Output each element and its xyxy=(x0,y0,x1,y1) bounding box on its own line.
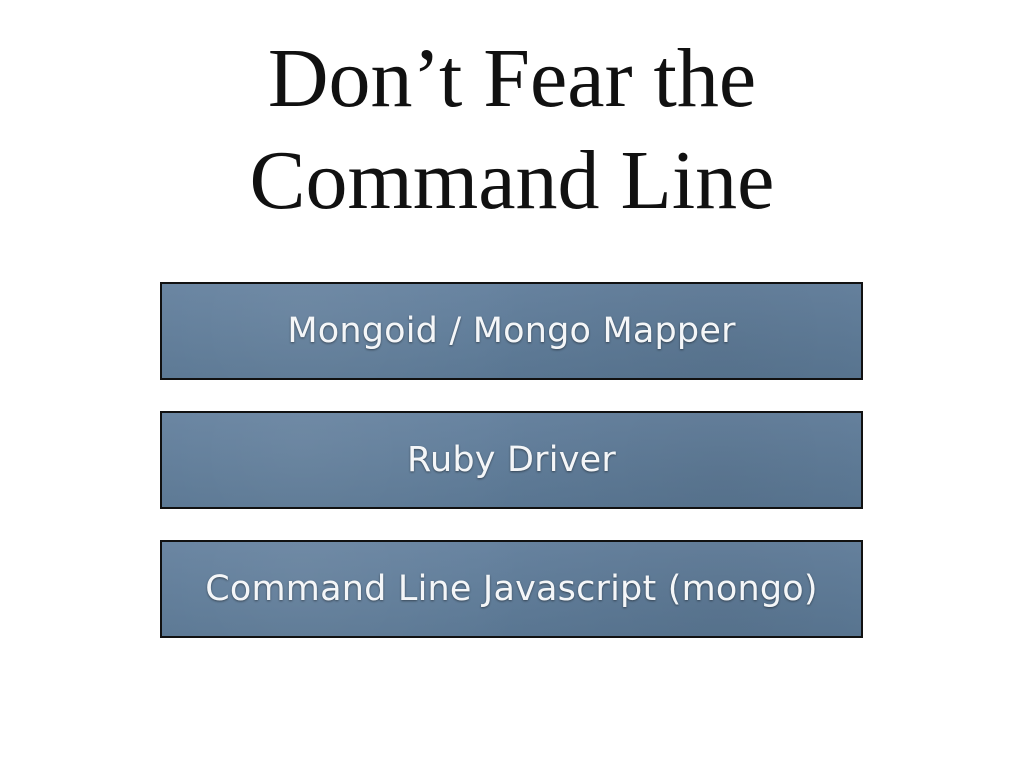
layer-label: Ruby Driver xyxy=(407,440,616,480)
layer-label: Mongoid / Mongo Mapper xyxy=(287,311,736,351)
slide-title: Don’t Fear the Command Line xyxy=(0,28,1024,232)
slide-title-line-1: Don’t Fear the xyxy=(267,32,757,125)
layer-box-mongoid-mongo-mapper: Mongoid / Mongo Mapper xyxy=(160,282,863,380)
layer-stack-diagram: Mongoid / Mongo Mapper Ruby Driver Comma… xyxy=(160,282,863,638)
layer-box-ruby-driver: Ruby Driver xyxy=(160,411,863,509)
slide-title-line-2: Command Line xyxy=(249,134,775,227)
layer-label: Command Line Javascript (mongo) xyxy=(205,569,818,609)
layer-box-command-line-javascript: Command Line Javascript (mongo) xyxy=(160,540,863,638)
